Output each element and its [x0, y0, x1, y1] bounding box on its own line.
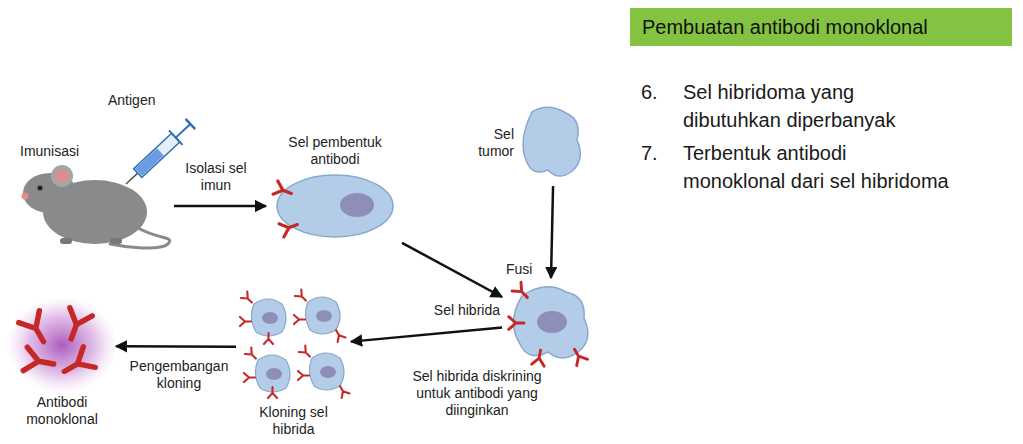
list-number: 6. — [641, 78, 677, 106]
node-label: Antibodi monoklonal — [13, 394, 111, 428]
process-arrow — [351, 327, 502, 341]
hybrid-cell-node: Sel hibrida — [506, 282, 594, 364]
antibody-cell-node: Sel pembentuk antibodi — [270, 172, 398, 240]
process-arrow — [174, 205, 266, 208]
clone-node: Kloning sel hibrida — [240, 292, 347, 402]
process-arrow — [116, 345, 236, 348]
antibody-node: Antibodi monoklonal — [12, 300, 112, 392]
monoclonal-antibodies — [7, 297, 117, 393]
node-label: Sel tumor — [462, 126, 514, 160]
antigen-label: Antigen — [108, 92, 178, 109]
node-label: Sel pembentuk antibodi — [270, 134, 400, 168]
hybrid-cell — [509, 282, 588, 366]
node-label: Kloning sel hibrida — [240, 404, 347, 438]
process-arrow — [551, 186, 553, 278]
fusion-label: Fusi — [506, 261, 546, 278]
mouse — [22, 165, 170, 248]
title-banner: Pembuatan antibodi monoklonal — [630, 8, 1012, 46]
edge-label: Pengembangan kloning — [116, 358, 242, 392]
hybrid-clones — [240, 290, 350, 398]
mouse-node: Imunisasi — [20, 165, 170, 247]
edge-label: Isolasi sel imun — [170, 160, 262, 194]
list-number: 7. — [641, 139, 677, 167]
antibody-cell — [273, 175, 393, 237]
node-label: Sel hibrida — [412, 302, 500, 319]
list-item: Sel hibridoma yang dibutuhkan diperbanya… — [683, 78, 953, 134]
node-label: Imunisasi — [20, 143, 120, 160]
list-item: Terbentuk antibodi monoklonal dari sel h… — [683, 139, 953, 195]
tumor-cell-node: Sel tumor — [520, 106, 588, 182]
edge-label: Sel hibrida diskrining untuk antibodi ya… — [398, 368, 556, 419]
tumor-cell — [523, 107, 580, 176]
process-arrow — [402, 243, 502, 297]
